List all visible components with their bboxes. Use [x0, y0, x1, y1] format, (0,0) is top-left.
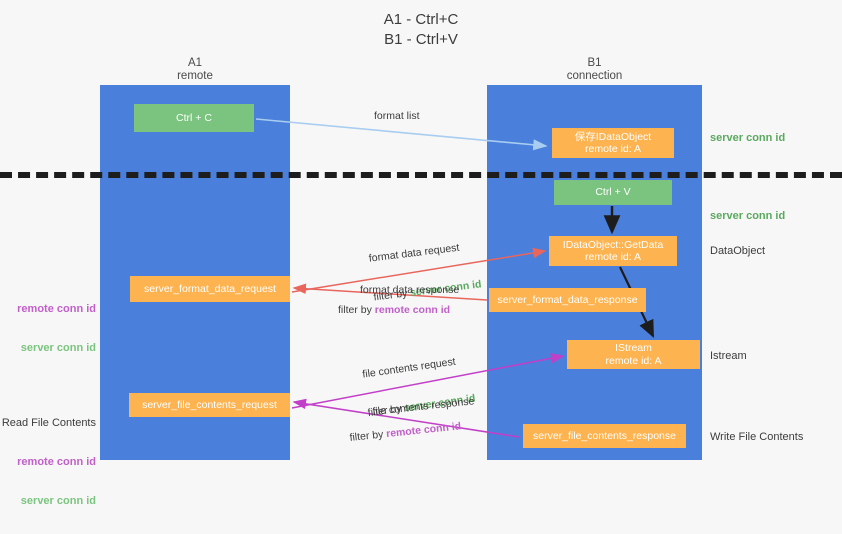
column-header-b1: B1 connection — [566, 57, 623, 82]
box-save-idataobject[interactable]: 保存IDataObject remote id: A — [552, 128, 674, 158]
box-ctrl-c[interactable]: Ctrl + C — [134, 104, 254, 132]
annotation-server-conn-id-mid: server conn id — [710, 210, 786, 222]
diagram-canvas: A1 - Ctrl+C B1 - Ctrl+V A1 remote B1 con… — [0, 11, 842, 507]
annotation-write-file-contents: Write File Contents — [710, 431, 804, 443]
annotation-conn-ids-format: remote conn id server conn id — [0, 277, 96, 381]
annotation-dataobject: DataObject — [710, 245, 766, 257]
annotation-remote-conn-id-2: remote conn id — [17, 456, 96, 468]
arrow-label-file-contents-request-text: file contents request — [361, 355, 457, 381]
annotation-istream: Istream — [710, 350, 747, 362]
box-istream-line1: IStream — [615, 342, 652, 354]
annotation-server-conn-id-2: server conn id — [20, 495, 96, 507]
arrow-label-format-data-response: format data response — [360, 284, 460, 296]
arrow-label-format-data-request-text: format data request — [368, 241, 461, 265]
page-title: A1 - Ctrl+C B1 - Ctrl+V — [383, 11, 459, 48]
column-header-a1: A1 remote — [177, 57, 213, 82]
arrow-label-format-data-response-filter: filter by remote conn id — [338, 304, 451, 316]
box-idataobject-getdata-line1: IDataObject::GetData — [562, 238, 664, 251]
annotation-remote-conn-id-1: remote conn id — [17, 303, 96, 315]
annotation-read-file-contents: Read File Contents — [1, 417, 96, 429]
box-server-file-contents-response[interactable]: server_file_contents_response — [523, 424, 686, 448]
annotation-conn-ids-file: Read File Contents remote conn id server… — [0, 391, 96, 534]
box-idataobject-getdata[interactable]: IDataObject::GetData remote id: A — [549, 236, 677, 266]
box-idataobject-getdata-line2: remote id: A — [584, 251, 642, 263]
phase-separator-line — [0, 172, 842, 178]
arrow-label-format-list: format list — [374, 110, 420, 122]
annotation-server-conn-id-1: server conn id — [20, 342, 96, 354]
annotation-server-conn-id-top: server conn id — [710, 132, 786, 144]
box-server-format-data-response[interactable]: server_format_data_response — [489, 288, 646, 312]
box-server-file-contents-request[interactable]: server_file_contents_request — [129, 393, 290, 417]
box-save-idataobject-line1: 保存IDataObject — [574, 130, 652, 143]
box-save-idataobject-line2: remote id: A — [584, 143, 642, 155]
box-ctrl-v[interactable]: Ctrl + V — [554, 180, 672, 205]
box-server-format-data-request[interactable]: server_format_data_request — [130, 276, 290, 302]
box-istream[interactable]: IStream remote id: A — [567, 340, 700, 369]
box-istream-line2: remote id: A — [605, 354, 662, 367]
